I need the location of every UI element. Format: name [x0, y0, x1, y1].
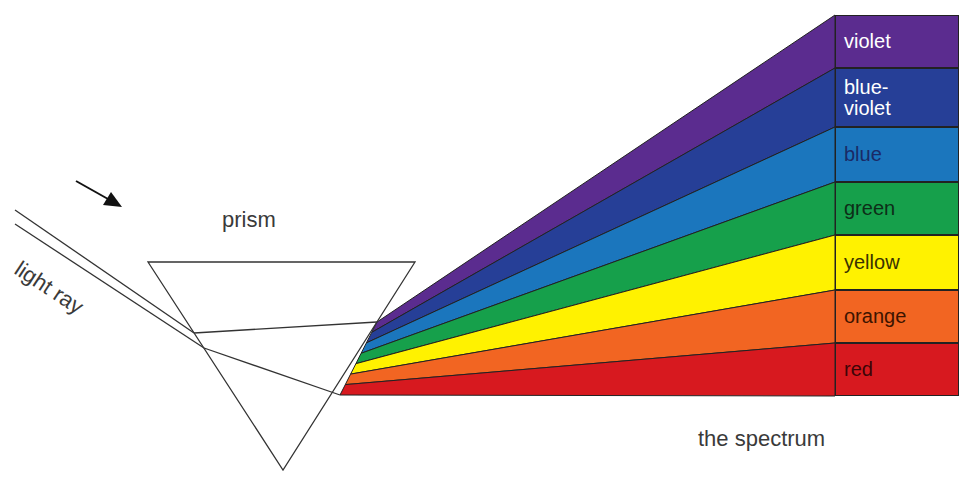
- label-text: prism: [222, 207, 276, 232]
- spectrum-band: green: [835, 182, 959, 235]
- spectrum-band: orange: [835, 290, 959, 343]
- color-name: red: [844, 359, 873, 380]
- spectrum-band: blue: [835, 127, 959, 182]
- color-name: violet: [844, 31, 891, 52]
- prism-triangle: [148, 262, 415, 470]
- label-text: light ray: [10, 256, 88, 319]
- spectrum-band: violet: [835, 15, 959, 68]
- spectrum-fan: [340, 15, 835, 396]
- text-label: light ray: [10, 256, 89, 320]
- refracted-ray: [204, 348, 340, 395]
- spectrum-band: blue-violet: [835, 68, 959, 127]
- color-name: green: [844, 198, 895, 219]
- direction-arrowhead: [103, 192, 122, 207]
- refracted-ray: [194, 322, 377, 333]
- color-name: yellow: [844, 252, 900, 273]
- text-label: prism: [222, 207, 276, 233]
- red-ray: [340, 343, 835, 396]
- direction-arrow: [76, 181, 108, 199]
- color-name: blue: [844, 144, 882, 165]
- text-label: the spectrum: [698, 426, 825, 452]
- color-name: blue-violet: [844, 77, 920, 119]
- spectrum-band: yellow: [835, 235, 959, 290]
- spectrum-band: red: [835, 343, 959, 396]
- color-name: orange: [844, 306, 906, 327]
- label-text: the spectrum: [698, 426, 825, 451]
